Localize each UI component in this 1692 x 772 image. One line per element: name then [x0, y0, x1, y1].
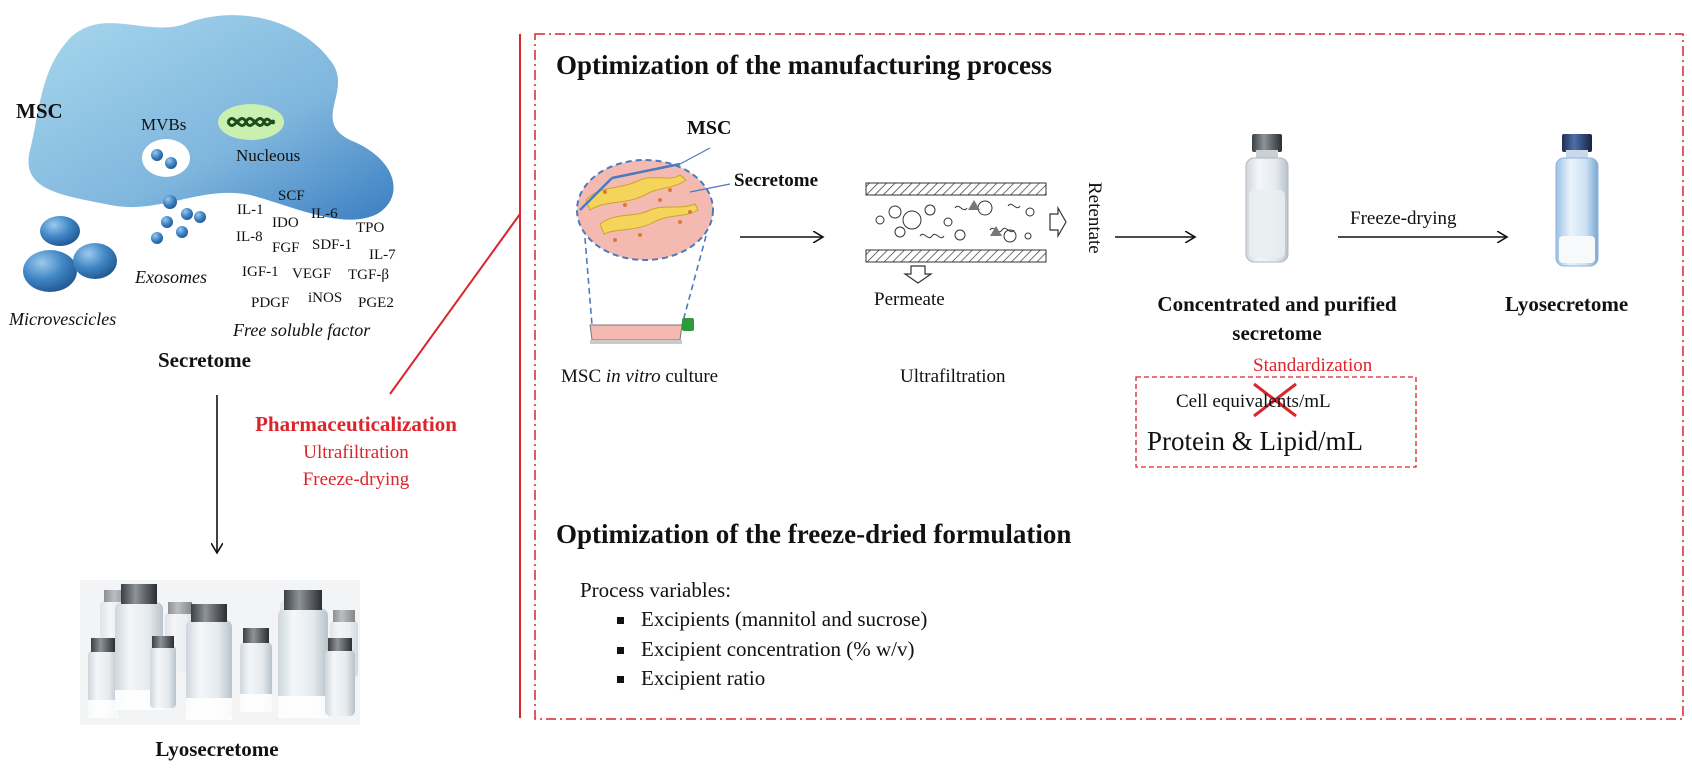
mvbs-label: MVBs — [141, 115, 187, 134]
culture-caption: MSC in vitro culture — [561, 366, 719, 387]
culture-secretome-label: Secretome — [734, 170, 819, 191]
factor-label: SDF-1 — [312, 237, 353, 253]
process-variable-item: Excipient concentration (% w/v) — [641, 637, 915, 661]
standardization-box — [1135, 376, 1417, 468]
factor-label: IGF-1 — [242, 264, 279, 280]
factor-label: PDGF — [251, 295, 290, 311]
retentate-label: Retentate — [1084, 182, 1105, 254]
optimization-panel — [534, 33, 1684, 720]
pharma-step-freeze-drying: Freeze-drying — [302, 469, 410, 490]
pharmaceuticalization-title: Pharmaceuticalization — [255, 412, 457, 436]
concentrated-secretome-line2: secretome — [1232, 321, 1322, 345]
pharma-step-ultrafiltration: Ultrafiltration — [303, 442, 409, 463]
lyosecretome-label: Lyosecretome — [1505, 292, 1629, 316]
standardization-label: Standardization — [1253, 355, 1373, 376]
concentrated-vial — [1245, 134, 1289, 263]
microvesicle-spheres — [23, 216, 117, 292]
free-soluble-factor-label: Free soluble factor — [233, 320, 371, 340]
factor-label: IL-8 — [236, 229, 263, 245]
process-variable-item: Excipient ratio — [641, 666, 766, 690]
manufacturing-title: Optimization of the manufacturing proces… — [556, 50, 1052, 80]
process-variable-item: Excipients (mannitol and sucrose) — [641, 607, 928, 631]
culture-msc-label: MSC — [687, 117, 732, 139]
concentrated-secretome-line1: Concentrated and purified — [1157, 292, 1397, 316]
factor-label: PGE2 — [358, 295, 394, 311]
freeze-drying-label: Freeze-drying — [1350, 208, 1457, 229]
factor-label: TGF-β — [348, 267, 389, 283]
protein-lipid-label: Protein & Lipid/mL — [1147, 426, 1363, 456]
nucleus-shape — [218, 104, 284, 140]
formulation-title: Optimization of the freeze-dried formula… — [556, 519, 1072, 549]
factor-label: IDO — [272, 215, 299, 231]
microvesicles-label: Microvescicles — [9, 309, 117, 329]
lyosecretome-vial — [1555, 134, 1599, 267]
exosomes-label: Exosomes — [135, 267, 207, 287]
vials-photo — [80, 580, 360, 725]
factor-label: VEGF — [292, 266, 332, 282]
msc-culture-illustration — [576, 147, 731, 344]
mvb-vesicle — [142, 139, 190, 177]
process-variables-label: Process variables: — [580, 578, 732, 602]
nucleus-label: Nucleous — [236, 146, 301, 165]
exosome-dots — [151, 195, 206, 244]
cell-equivalents-label: Cell equivalents/mL — [1176, 391, 1331, 412]
ultrafiltration-caption: Ultrafiltration — [900, 366, 1006, 387]
factor-label: iNOS — [308, 290, 343, 306]
msc-cell-shape — [28, 15, 394, 220]
lyosecretome-caption: Lyosecretome — [155, 737, 279, 761]
factor-label: FGF — [272, 240, 300, 256]
ultrafiltration-membrane — [865, 182, 1067, 284]
msc-label: MSC — [16, 99, 63, 123]
factor-label: IL-7 — [369, 247, 396, 263]
factor-label: IL-6 — [311, 206, 338, 222]
secretome-label: Secretome — [158, 348, 251, 372]
factor-label: IL-1 — [237, 202, 264, 218]
permeate-label: Permeate — [874, 289, 945, 310]
factor-label: SCF — [278, 188, 305, 204]
factor-label: TPO — [356, 220, 385, 236]
